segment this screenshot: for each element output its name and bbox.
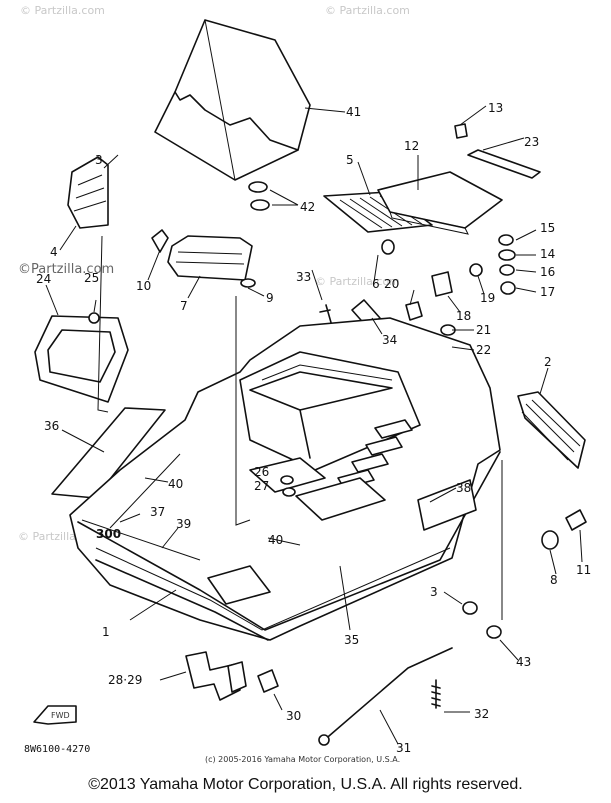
windshield	[154, 19, 311, 181]
right-grille	[517, 391, 586, 469]
callout-23: 23	[524, 135, 539, 149]
callout-19: 19	[480, 291, 495, 305]
callout-9: 9	[266, 291, 274, 305]
svg-text:© Partzilla.com: © Partzilla.com	[315, 275, 400, 288]
callout-21: 21	[476, 323, 491, 337]
small-cover-left	[67, 156, 109, 229]
pin-23	[467, 149, 541, 179]
callout-18: 18	[456, 309, 471, 323]
forward-arrow: FWD	[33, 705, 77, 725]
callout-14: 14	[540, 247, 555, 261]
svg-text:© Partzilla.com: © Partzilla.com	[20, 4, 105, 17]
callout-5: 5	[346, 153, 354, 167]
callout-7: 7	[180, 299, 188, 313]
callout-26: 26	[254, 465, 269, 479]
left-panel	[34, 315, 129, 403]
copyright-footer: ©2013 Yamaha Motor Corporation, U.S.A. A…	[88, 776, 523, 793]
partzilla-watermark: ©Partzilla.com	[18, 262, 115, 277]
callout-40b: 40	[268, 533, 283, 547]
nut-9	[240, 278, 256, 288]
callout-28-29: 28·29	[108, 673, 142, 687]
credit-line: (c) 2005-2016 Yamaha Motor Corporation, …	[205, 755, 401, 764]
badge-37: 300	[96, 527, 121, 541]
callout-22: 22	[476, 343, 491, 357]
grommets	[248, 181, 270, 211]
callout-40a: 40	[168, 477, 183, 491]
drawing-number: 8W6100-4270	[24, 744, 91, 755]
callout-39: 39	[176, 517, 191, 531]
callout-10: 10	[136, 279, 151, 293]
washer-stack	[498, 234, 516, 295]
callout-27: 27	[254, 479, 269, 493]
callout-25: 25	[84, 271, 99, 285]
callout-1: 1	[102, 625, 110, 639]
nut-3	[462, 601, 478, 615]
callout-42: 42	[300, 200, 315, 214]
clip	[151, 229, 169, 253]
callout-37: 37	[150, 505, 165, 519]
knob-30	[257, 669, 279, 693]
callout-20: 20	[384, 277, 399, 291]
callout-43: 43	[516, 655, 531, 669]
callout-6: 6	[372, 277, 380, 291]
bolt-11	[565, 509, 587, 531]
callout-11: 11	[576, 563, 591, 577]
callout-34: 34	[382, 333, 397, 347]
callout-3: 3	[430, 585, 438, 599]
grommet-26-27	[280, 475, 296, 497]
callout-3-top: 3	[95, 153, 103, 167]
callout-33: 33	[296, 270, 311, 284]
callout-16: 16	[540, 265, 555, 279]
trim-strip-36	[51, 407, 166, 499]
callout-36: 36	[44, 419, 59, 433]
cable-31	[318, 647, 453, 746]
screw-25	[88, 312, 100, 324]
bolt-13	[454, 123, 468, 139]
callout-38: 38	[456, 481, 471, 495]
callout-41: 41	[346, 105, 361, 119]
spring-32	[431, 679, 441, 709]
callout-15: 15	[540, 221, 555, 235]
side-emblem	[417, 479, 477, 531]
leader-lines	[45, 105, 583, 745]
callout-32: 32	[474, 707, 489, 721]
trim-piece	[167, 235, 253, 281]
svg-text:300: 300	[96, 527, 121, 541]
callout-31: 31	[396, 741, 411, 755]
callout-13: 13	[488, 101, 503, 115]
hood-latch	[185, 651, 247, 701]
svg-text:© Partzilla.com: © Partzilla.com	[325, 4, 410, 17]
callout-2: 2	[544, 355, 552, 369]
callout-4: 4	[50, 245, 58, 259]
callout-24: 24	[36, 272, 51, 286]
cover-plate-12	[377, 171, 503, 235]
svg-text:FWD: FWD	[51, 711, 70, 720]
vent-grille-5	[323, 191, 433, 233]
callout-12: 12	[404, 139, 419, 153]
callout-8: 8	[550, 573, 558, 587]
bushing-6	[381, 239, 395, 255]
callout-17: 17	[540, 285, 555, 299]
nut-43	[486, 625, 502, 639]
callout-labels: 1 2 3 3 4 5 6 7 8 9 10 11 12 13 14 15 16…	[36, 101, 591, 755]
callout-35: 35	[344, 633, 359, 647]
callout-30: 30	[286, 709, 301, 723]
grommet-8	[541, 530, 559, 550]
